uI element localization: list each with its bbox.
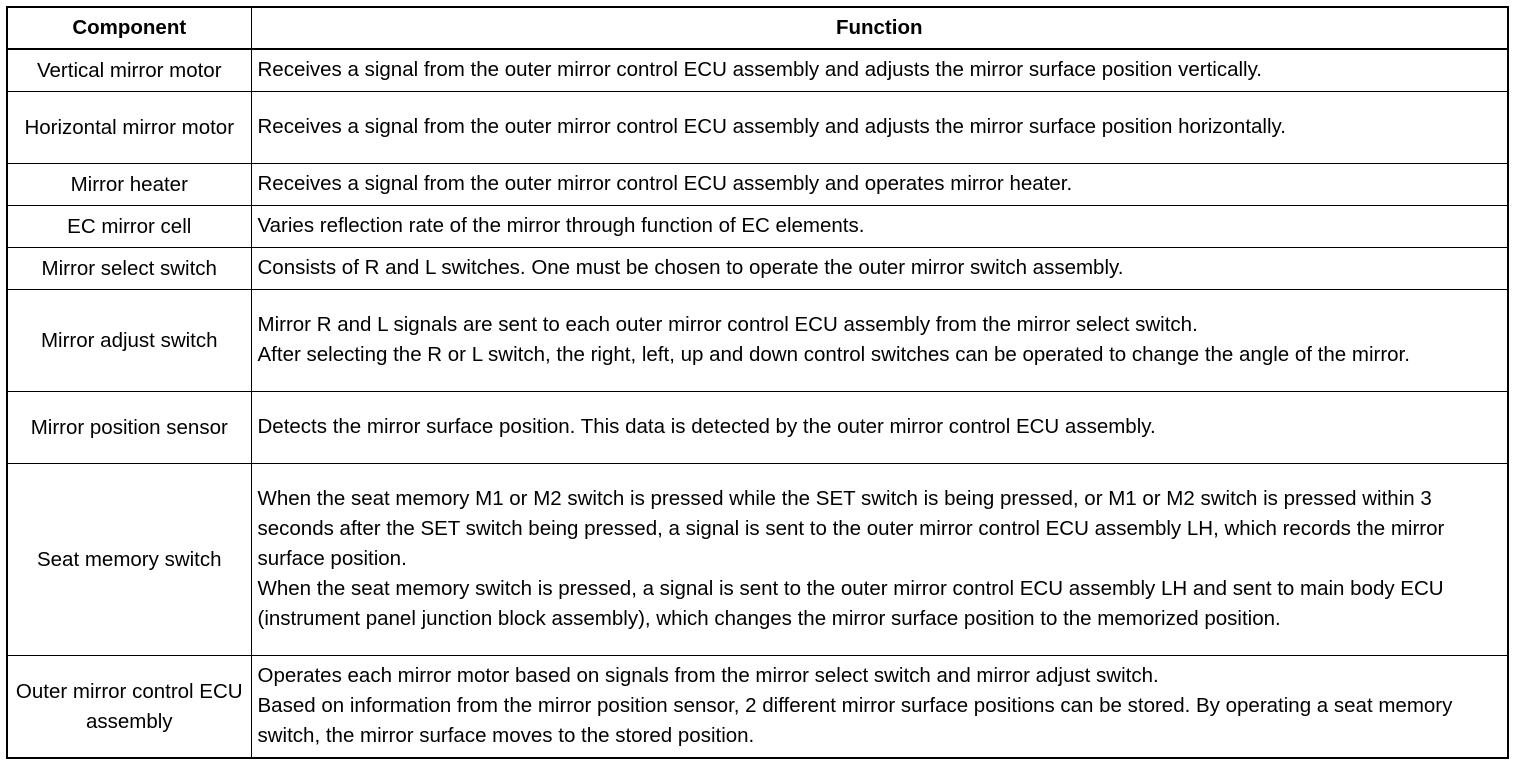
component-cell: Mirror heater <box>6 163 252 206</box>
table-row: Mirror heater Receives a signal from the… <box>6 163 1509 206</box>
table-row: Seat memory switch When the seat memory … <box>6 463 1509 656</box>
component-cell: Outer mirror control ECU assembly <box>6 655 252 759</box>
function-cell: Varies reflection rate of the mirror thr… <box>250 205 1509 248</box>
table-row: Mirror adjust switch Mirror R and L sign… <box>6 289 1509 392</box>
table-header-row: Component Function <box>6 6 1509 50</box>
function-cell: Receives a signal from the outer mirror … <box>250 48 1509 92</box>
table-row: Vertical mirror motor Receives a signal … <box>6 48 1509 92</box>
function-text: Detects the mirror surface position. Thi… <box>257 415 1156 438</box>
function-cell: Operates each mirror motor based on sign… <box>250 655 1509 759</box>
component-cell: Mirror select switch <box>6 247 252 290</box>
function-cell: When the seat memory M1 or M2 switch is … <box>250 463 1509 656</box>
component-function-table-container: Component Function Vertical mirror motor… <box>6 6 1509 759</box>
component-cell: Mirror position sensor <box>6 391 252 464</box>
function-cell: Detects the mirror surface position. Thi… <box>250 391 1509 464</box>
function-text: Mirror R and L signals are sent to each … <box>257 313 1198 336</box>
function-text: Receives a signal from the outer mirror … <box>257 115 1286 138</box>
table-row: Horizontal mirror motor Receives a signa… <box>6 91 1509 164</box>
function-cell: Receives a signal from the outer mirror … <box>250 163 1509 206</box>
table-row: Outer mirror control ECU assembly Operat… <box>6 655 1509 759</box>
function-text: When the seat memory M1 or M2 switch is … <box>257 487 1451 570</box>
function-cell: Receives a signal from the outer mirror … <box>250 91 1509 164</box>
header-function: Function <box>250 6 1509 50</box>
function-text: Receives a signal from the outer mirror … <box>257 58 1263 81</box>
table-row: Mirror position sensor Detects the mirro… <box>6 391 1509 464</box>
component-function-table: Component Function Vertical mirror motor… <box>6 6 1509 759</box>
function-cell: Consists of R and L switches. One must b… <box>250 247 1509 290</box>
component-cell: Vertical mirror motor <box>6 48 252 92</box>
function-cell: Mirror R and L signals are sent to each … <box>250 289 1509 392</box>
component-cell: Horizontal mirror motor <box>6 91 252 164</box>
component-cell: Mirror adjust switch <box>6 289 252 392</box>
component-cell: Seat memory switch <box>6 463 252 656</box>
function-text: Receives a signal from the outer mirror … <box>257 172 1073 195</box>
component-cell: EC mirror cell <box>6 205 252 248</box>
table-row: EC mirror cell Varies reflection rate of… <box>6 205 1509 248</box>
function-text: Based on information from the mirror pos… <box>257 694 1459 747</box>
header-component: Component <box>6 6 252 50</box>
table-row: Mirror select switch Consists of R and L… <box>6 247 1509 290</box>
function-text: Varies reflection rate of the mirror thr… <box>257 214 865 237</box>
function-text: Operates each mirror motor based on sign… <box>257 664 1159 687</box>
function-text: After selecting the R or L switch, the r… <box>257 343 1410 366</box>
function-text: When the seat memory switch is pressed, … <box>257 577 1450 630</box>
function-text: Consists of R and L switches. One must b… <box>257 256 1124 279</box>
